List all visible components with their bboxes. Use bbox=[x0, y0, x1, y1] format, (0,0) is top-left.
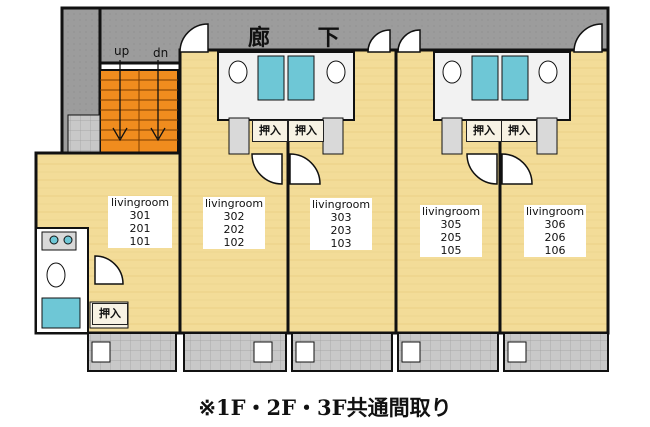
corridor-label: 廊 下 bbox=[248, 26, 360, 51]
room-number: 301 bbox=[129, 209, 151, 222]
room-number: 303 bbox=[330, 211, 352, 224]
room-number: 101 bbox=[129, 235, 151, 248]
closet-label: 押入 bbox=[466, 120, 502, 142]
room-number: 206 bbox=[544, 231, 566, 244]
room-title: livingroom bbox=[311, 198, 371, 211]
down-label: dn bbox=[153, 46, 169, 60]
room-number: 306 bbox=[544, 218, 566, 231]
room-title: livingroom bbox=[525, 205, 585, 218]
closet-label: 押入 bbox=[92, 303, 128, 325]
room-number: 102 bbox=[223, 236, 245, 249]
room-title: livingroom bbox=[110, 196, 170, 209]
room-title: livingroom bbox=[421, 205, 481, 218]
room-number: 302 bbox=[223, 210, 245, 223]
room-number: 205 bbox=[440, 231, 462, 244]
down-arrow-icon bbox=[150, 60, 166, 142]
closet-label: 押入 bbox=[252, 120, 288, 142]
room-label-unit-c: livingroom 303 203 103 bbox=[310, 198, 372, 250]
room-number: 202 bbox=[223, 223, 245, 236]
room-number: 106 bbox=[544, 244, 566, 257]
up-label: up bbox=[114, 44, 130, 58]
room-number: 203 bbox=[330, 224, 352, 237]
room-number: 305 bbox=[440, 218, 462, 231]
kitchens bbox=[228, 117, 558, 155]
staircase bbox=[67, 60, 179, 154]
doors bbox=[94, 23, 603, 285]
room-title: livingroom bbox=[204, 197, 264, 210]
layout-caption: ※1F・2F・3F共通間取り bbox=[198, 395, 452, 420]
room-label-unit-d: livingroom 305 205 105 bbox=[420, 205, 482, 257]
room-number: 105 bbox=[440, 244, 462, 257]
closet-label: 押入 bbox=[501, 120, 537, 142]
room-number: 201 bbox=[129, 222, 151, 235]
closet-label: 押入 bbox=[288, 120, 324, 142]
room-number: 103 bbox=[330, 237, 352, 250]
bathrooms bbox=[217, 51, 571, 121]
room-label-unit-a: livingroom 301 201 101 bbox=[108, 196, 172, 248]
room-label-unit-e: livingroom 306 206 106 bbox=[524, 205, 586, 257]
room-label-unit-b: livingroom 302 202 102 bbox=[203, 197, 265, 249]
up-arrow-icon bbox=[112, 60, 128, 142]
balconies bbox=[87, 332, 609, 372]
